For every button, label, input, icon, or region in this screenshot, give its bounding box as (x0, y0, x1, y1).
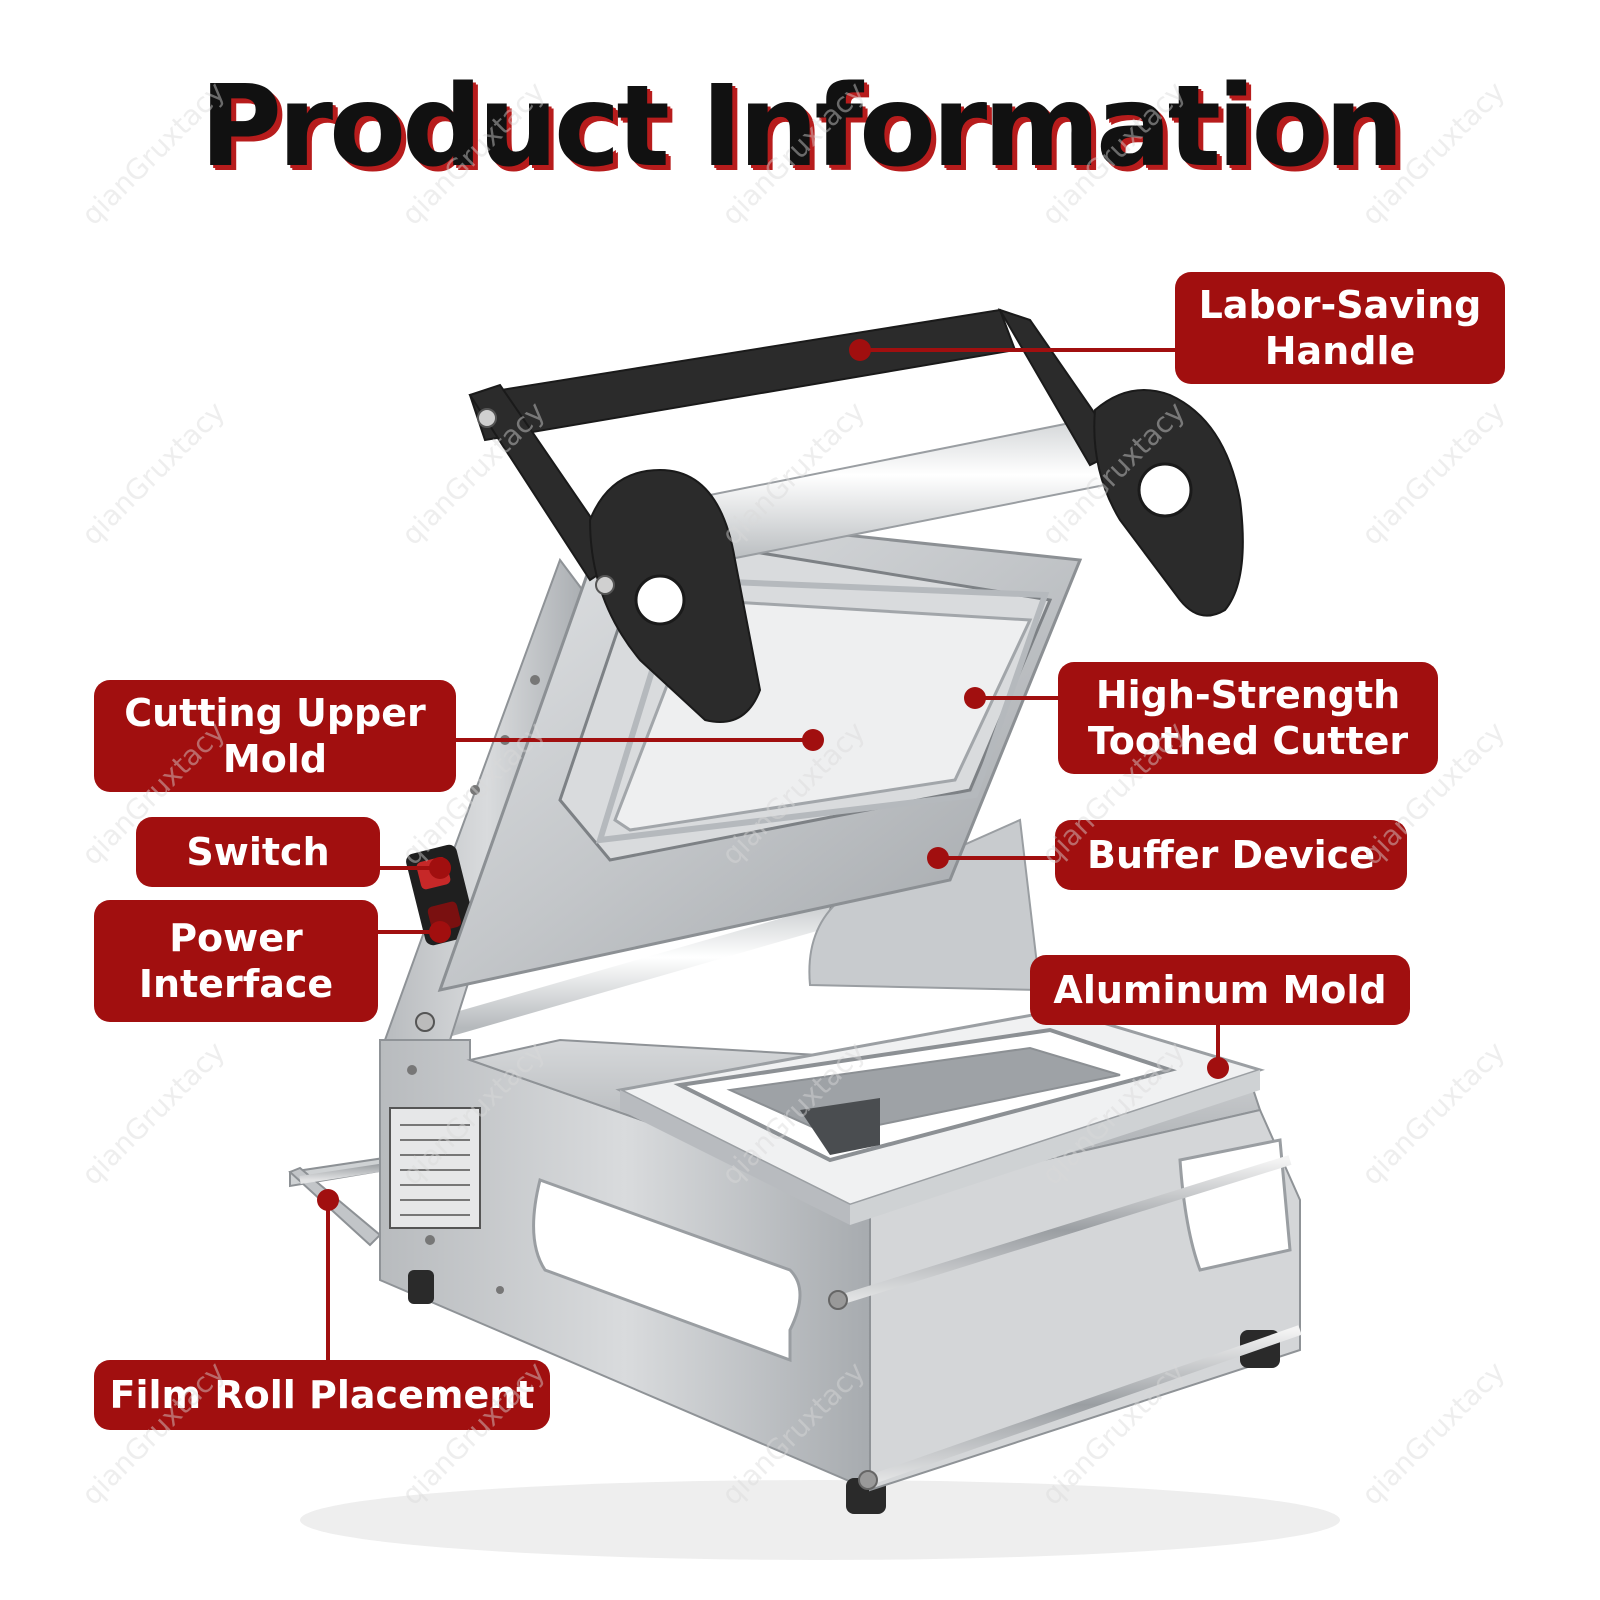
leader-dots (317, 339, 1229, 1211)
callout-power-interface: Power Interface (94, 900, 378, 1022)
callout-switch-line1: Switch (186, 830, 330, 874)
callout-power-line1: Power (169, 916, 303, 960)
callout-aluminum-line1: Aluminum Mold (1053, 968, 1387, 1012)
callout-film-line1: Film Roll Placement (109, 1373, 535, 1417)
front-rod-upper (838, 1155, 1292, 1305)
callout-switch: Switch (136, 817, 380, 887)
callout-buffer-line1: Buffer Device (1087, 833, 1375, 877)
callout-cutter-line1: High-Strength (1095, 673, 1401, 717)
left-base-panel (379, 1039, 886, 1514)
callout-toothed-cutter: High-Strength Toothed Cutter (1058, 662, 1438, 774)
callout-power-line2: Interface (138, 962, 334, 1006)
callout-film-roll-placement: Film Roll Placement (94, 1360, 550, 1430)
callout-cutting-upper-mold: Cutting Upper Mold (94, 680, 456, 792)
callout-handle-line1: Labor-Saving (1198, 283, 1482, 327)
film-roller (436, 899, 854, 1039)
callout-buffer-device: Buffer Device (1055, 820, 1407, 890)
nameplate (389, 1107, 481, 1229)
callout-upper-mold-line1: Cutting Upper (124, 691, 426, 735)
callout-aluminum-mold: Aluminum Mold (1030, 955, 1410, 1025)
aluminum-mold (615, 1008, 1265, 1225)
page-title: Product Information (199, 62, 1404, 192)
callout-cutter-line2: Toothed Cutter (1087, 719, 1409, 763)
front-rod-lower (868, 1325, 1302, 1485)
callout-labor-saving-handle: Labor-Saving Handle (1175, 272, 1505, 384)
callout-handle-line2: Handle (1264, 329, 1416, 373)
callout-upper-mold-line2: Mold (222, 737, 328, 781)
floor-shadow (300, 1480, 1340, 1560)
